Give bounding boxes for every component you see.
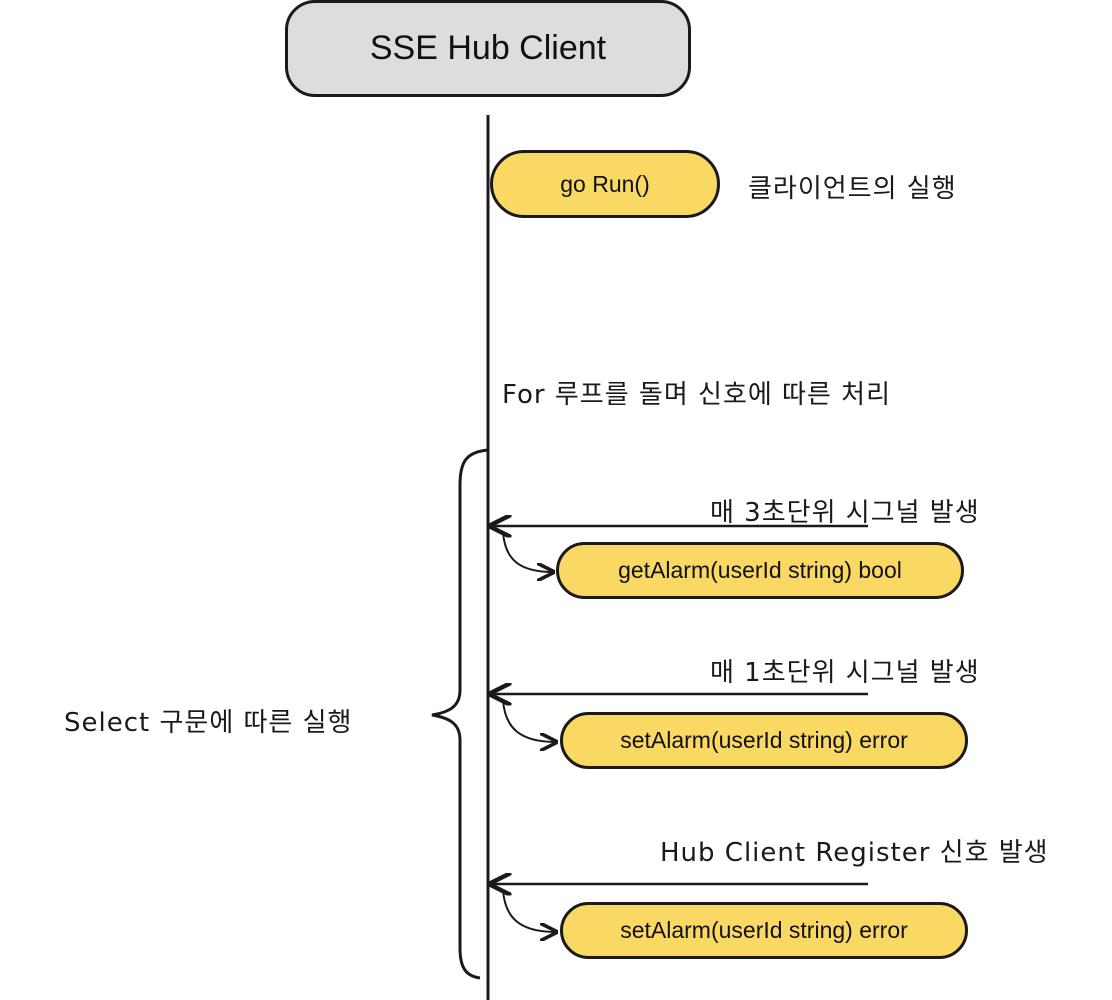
select-brace — [431, 448, 489, 980]
handler-arrow-3 — [502, 889, 556, 932]
handler-arrow-1 — [502, 531, 553, 572]
hub-client-title-box: SSE Hub Client — [285, 0, 691, 97]
run-step-pill: go Run() — [490, 150, 720, 218]
case-handler-pill-1: getAlarm(userId string) bool — [556, 542, 964, 599]
case-signal-3: Hub Client Register 신호 발생 — [660, 838, 1049, 868]
page-title: SSE Hub Client — [369, 29, 607, 67]
case-signal-2: 매 1초단위 시그널 발생 — [710, 658, 980, 688]
loop-note: For 루프를 돌며 신호에 따른 처리 — [502, 380, 891, 410]
case-handler-pill-2: setAlarm(userId string) error — [560, 712, 968, 769]
handler-arrow-2 — [502, 699, 556, 742]
case-handler-pill-3: setAlarm(userId string) error — [560, 902, 968, 959]
case-handler-label-3: setAlarm(userId string) error — [620, 917, 908, 943]
case-handler-label-2: setAlarm(userId string) error — [620, 727, 908, 753]
case-handler-label-1: getAlarm(userId string) bool — [618, 557, 902, 583]
run-step-label: go Run() — [560, 170, 650, 197]
run-step-annotation: 클라이언트의 실행 — [748, 174, 957, 204]
select-note: Select 구문에 따른 실행 — [64, 708, 353, 738]
case-signal-1: 매 3초단위 시그널 발생 — [710, 498, 980, 528]
